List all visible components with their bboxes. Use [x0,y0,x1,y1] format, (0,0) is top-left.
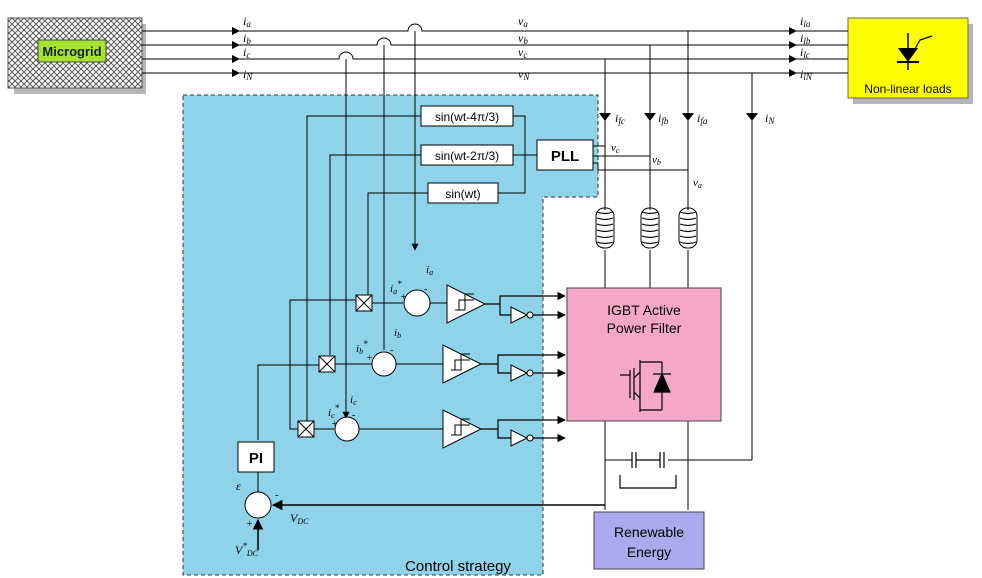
sin-wt-label: sin(wt) [445,187,480,201]
hysteresis-comparators [442,284,487,449]
dc-capacitor-icons [619,452,677,489]
ref-b-label: ib* [356,339,368,356]
pll-voltage-lines [593,145,688,171]
sin-2pi3-label: sin(wt-2π/3) [435,149,499,163]
ib-label: ib [243,31,251,46]
ic-label: ic [243,45,250,60]
sin-to-mult-lines [306,115,428,421]
ilb-label: ilb [800,31,811,46]
nonlinear-loads-label: Non-linear loads [864,82,951,96]
dc-minus: - [275,490,278,501]
vdc-label: VDC [290,511,309,526]
meas-a-minus: - [424,284,427,295]
summing-junctions [334,289,431,442]
renewable-energy-block: Renewable Energy [593,511,705,570]
filter-current-arrows [599,113,758,121]
nonlinear-loads-block: Non-linear loads [847,17,973,104]
filter-branch-lines [604,31,753,510]
ref-c-plus: + [331,419,338,430]
vb-label: vb [518,31,528,46]
ifa-label: ifa [697,111,708,126]
sin-4pi3-label: sin(wt-4π/3) [435,110,499,124]
pll-vb-label: vb [652,154,661,167]
gate-signal-lines [481,291,566,439]
in-label: iN [243,67,253,82]
meas-a-label: ia [426,264,433,277]
pll-block: PLL [536,139,594,171]
ilc-label: ilc [800,45,810,60]
vn-label: vN [518,67,530,82]
epsilon-label: ε [236,479,241,493]
pi-block: PI [237,441,275,473]
dc-summing-junction [244,472,272,550]
amplitude-lines [257,299,403,440]
ifn-label: iN [765,111,775,126]
meas-b-minus: - [390,345,393,356]
inductor-icons [595,207,698,249]
renewable-label-line1: Renewable [614,524,684,540]
ila-label: ila [800,14,811,29]
ifc-label: ifc [615,111,625,126]
meas-c-label: ic [350,394,357,407]
vdc-ref-label: V*DC [235,541,259,558]
pi-label: PI [249,450,263,467]
control-strategy-region [182,94,599,576]
pll-va-label: va [693,177,702,190]
thyristor-icon [897,33,933,70]
apf-block: IGBT Active Power Filter [566,287,722,422]
bus-lines [142,23,848,74]
bus-arrows [232,27,797,77]
va-label: va [518,14,528,29]
current-feedback-lines [342,31,419,419]
meas-b-label: ib [394,327,401,340]
multiplier-blocks [297,294,373,438]
apf-label-line2: Power Filter [607,320,682,336]
pll-vc-label: vc [611,142,620,155]
pll-label: PLL [551,148,579,165]
meas-c-minus: - [352,410,355,421]
igbt-icon [620,360,671,412]
inverter-icons [510,306,534,447]
microgrid-block: Microgrid [7,17,146,94]
ref-a-plus: + [400,292,407,303]
ref-b-plus: + [366,353,373,364]
ref-a-label: ia* [390,279,402,296]
sin-blocks: sin(wt-4π/3) sin(wt-2π/3) sin(wt) [420,105,514,204]
renewable-label-line2: Energy [627,544,671,560]
control-strategy-label: Control strategy [405,558,511,575]
ref-c-label: ic* [328,403,340,420]
dc-plus: + [246,519,253,530]
ifb-label: ifb [658,111,669,126]
vc-label: vc [518,45,527,60]
microgrid-label: Microgrid [42,44,101,59]
ia-label: ia [243,14,251,29]
iln-label: ilN [800,67,813,82]
apf-label-line1: IGBT Active [607,302,681,318]
